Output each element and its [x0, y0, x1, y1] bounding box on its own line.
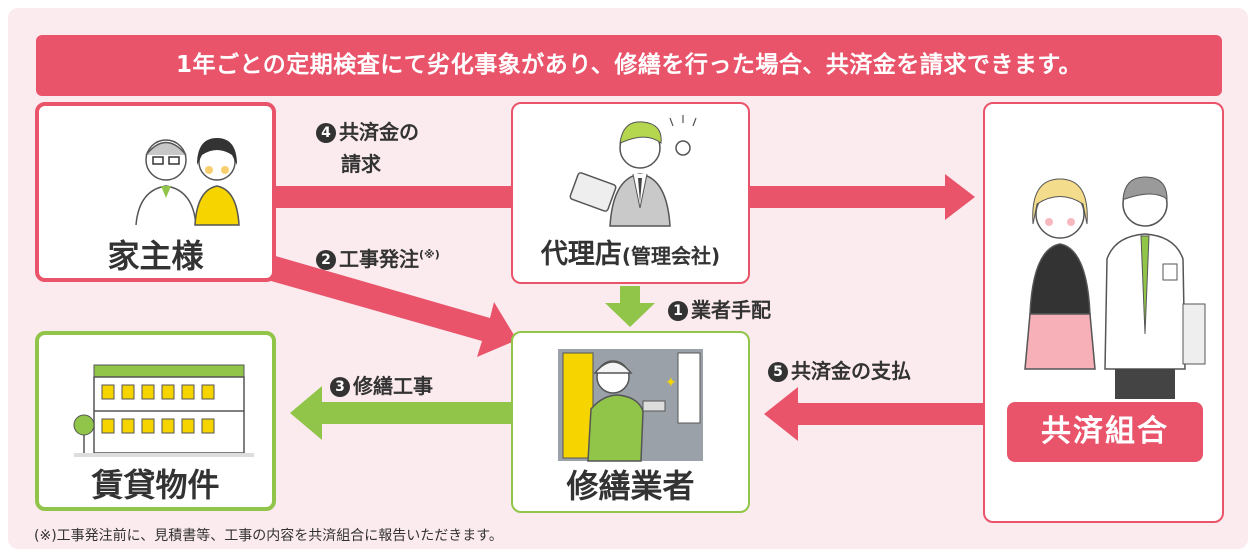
- agency-name: 代理店: [540, 239, 622, 270]
- property-illustration: [73, 364, 254, 457]
- arrow-arrange: [605, 286, 655, 327]
- property-box: 賃貸物件: [35, 331, 276, 511]
- step3-text: 修繕工事: [353, 374, 433, 398]
- step4-text-2: 請求: [341, 152, 381, 176]
- arrow-payment: [764, 387, 985, 441]
- step5-number: 5: [768, 362, 788, 382]
- step4-number: 4: [316, 123, 336, 143]
- step1-text: 業者手配: [691, 298, 771, 322]
- contractor-label: 修繕業者: [566, 467, 695, 505]
- contractor-box: ✦ 修繕業者: [511, 331, 750, 513]
- step4-text-1: 共済金の: [339, 120, 419, 144]
- contractor-illustration: ✦: [558, 349, 703, 462]
- union-label: 共済組合: [1007, 402, 1203, 462]
- step3-number: 3: [330, 377, 350, 397]
- headline-banner: 1年ごとの定期検査にて劣化事象があり、修繕を行った場合、共済金を請求できます。: [36, 35, 1222, 96]
- step2-text: 工事発注: [339, 247, 419, 271]
- step2-note: (※): [419, 248, 440, 261]
- property-label: 賃貸物件: [91, 466, 220, 504]
- step2-number: 2: [316, 250, 336, 270]
- svg-text:✦: ✦: [665, 375, 677, 391]
- homeowner-label: 家主様: [107, 237, 204, 275]
- agency-sub: (管理会社): [621, 244, 721, 268]
- agency-box: 代理店(管理会社): [511, 102, 750, 284]
- homeowner-box: 家主様: [35, 102, 276, 282]
- arrow-repair: [290, 386, 512, 440]
- step1-number: 1: [668, 301, 688, 321]
- arrow-order: [264, 255, 517, 357]
- footnote: (※)工事発注前に、見積書等、工事の内容を共済組合に報告いただきます。: [34, 528, 503, 544]
- homeowner-illustration: [135, 138, 240, 226]
- agency-label: 代理店(管理会社): [513, 232, 748, 271]
- union-illustration: [1024, 176, 1206, 399]
- step5-text: 共済金の支払: [791, 359, 911, 383]
- agency-illustration: [569, 115, 697, 227]
